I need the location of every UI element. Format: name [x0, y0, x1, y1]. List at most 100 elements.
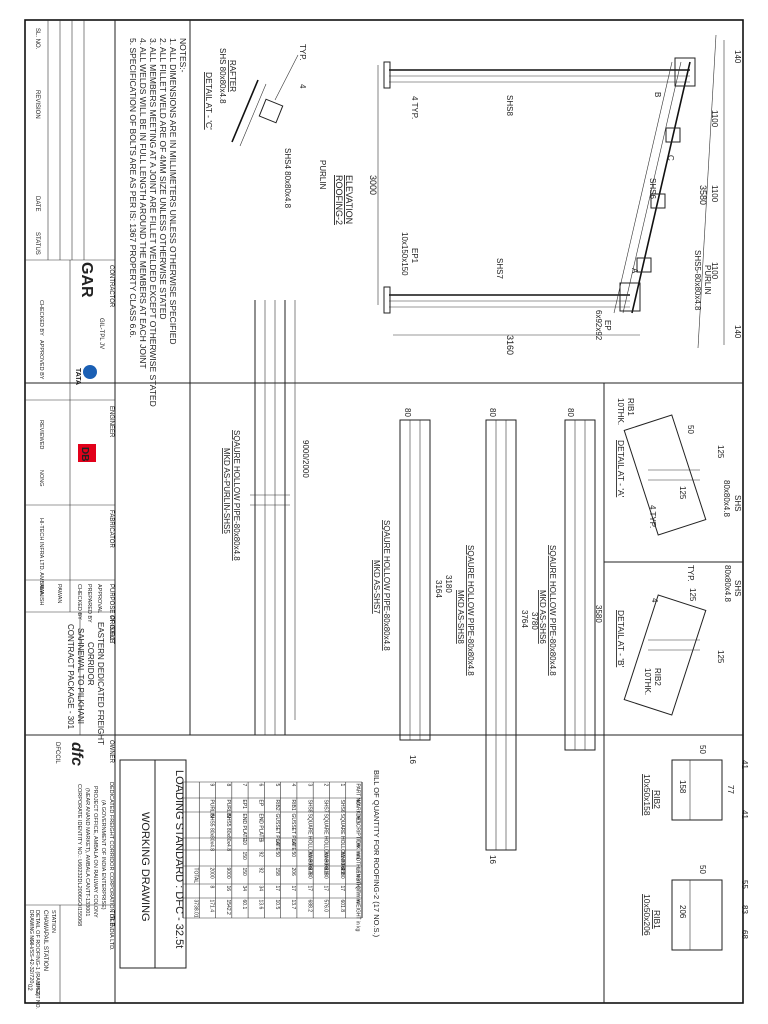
rev-sl-no: SL. NO. — [34, 28, 40, 50]
detail-c-purlin: PURLIN — [318, 160, 327, 190]
svg-text:PROJECT OFFICE, AMBALA ON RAIL: PROJECT OFFICE, AMBALA ON RAILWAY COLONY — [92, 786, 98, 918]
bom-cell: 80x80x4.8 — [306, 852, 312, 875]
elevation-subtitle: ROOFING-2 — [334, 175, 344, 225]
bom-header-cell: MARK NO. — [354, 800, 360, 825]
rib1-50: 50 — [698, 865, 707, 874]
bom-title: BILL OF QUANTITY FOR ROOFING-2 (17 NO.S.… — [372, 770, 381, 938]
bom-total-label: TOTAL — [192, 868, 198, 884]
member-shs8-width: 80 — [488, 408, 497, 417]
member-shs6-end: 16 — [408, 755, 417, 764]
checked-by-label: CHECKED BY — [38, 300, 44, 336]
bom-cell: 8 — [209, 886, 215, 889]
detail-b-weld: 4 — [650, 598, 659, 603]
member-shs8-length: 3780 — [530, 612, 539, 630]
member-shs6-title: SQAURE HOLLOW PIPE-80x80x4.8 — [548, 545, 557, 676]
elevation-seg1: 1100 — [710, 110, 719, 128]
bom-cell: 50 — [290, 852, 296, 858]
bom-header-cell: THK mm — [354, 840, 360, 860]
bom-cell: END PLATE — [257, 814, 263, 842]
detail-a-125b: 125 — [678, 486, 687, 500]
detail-b-125a: 125 — [688, 588, 697, 602]
bom-cell: GUSSET PLATE — [290, 814, 296, 852]
elevation-shs6-label: SHS6 — [648, 178, 657, 199]
bom-cell: 7 — [241, 784, 247, 787]
note-line: 5. SPECIFICATION OF BOLTS ARE AS PER IS:… — [128, 38, 138, 338]
bom-cell: 6 — [257, 784, 263, 787]
elevation-mark-a: A — [630, 268, 639, 274]
bom-cell: PURLIN — [209, 800, 215, 819]
purlin-member-mark: MKD AS-PURLIN-SHS5 — [222, 448, 231, 534]
bom-cell: 2000 — [209, 868, 215, 879]
detail-a-title: DETAIL AT - 'A' — [616, 440, 626, 498]
db-logo: DB — [78, 444, 96, 462]
bom-cell: 1 — [339, 784, 345, 787]
bom-cell: 576.0 — [323, 900, 329, 913]
detail-b-shs: SHS — [733, 580, 742, 596]
bom-cell: SHS8 — [306, 800, 312, 813]
elevation-title: ELEVATION — [344, 175, 354, 224]
detail-a-rib: RIB1 — [626, 398, 635, 416]
bom-header-cell: QTY — [354, 886, 360, 897]
member-shs7-mark: MKD AS-SHS7 — [372, 560, 381, 614]
svg-text:MANISH: MANISH — [38, 584, 44, 605]
bom-cell: 1542.2 — [225, 900, 231, 916]
bom-cell: 150 — [241, 868, 247, 877]
rib2-sketch — [671, 759, 723, 821]
bom-header-cell: DESCRIPTION — [354, 814, 360, 849]
member-shs7-length: 3180 — [444, 575, 453, 593]
elevation-dim-140-bottom: 140 — [733, 325, 742, 339]
rev-status: STATUS — [34, 232, 40, 255]
bom-cell: 9 — [209, 784, 215, 787]
bom-cell: 3180 — [323, 868, 329, 879]
elevation-rafter-dim: 3580 — [698, 185, 708, 205]
bom-cell: 92 — [257, 852, 263, 858]
member-shs7-width: 80 — [403, 408, 412, 417]
note-line: 2. ALL FILLET WELD ARE OF 4MM SIZE UNLES… — [158, 38, 168, 320]
bom-cell: 150 — [241, 852, 247, 861]
bom-cell: 10 — [241, 840, 247, 846]
elevation-weld-typ: 4 TYP. — [410, 96, 419, 119]
notes-title: NOTES:- — [178, 38, 188, 73]
bom-cell: 3580 — [339, 868, 345, 879]
rev-revision: REVISION — [34, 90, 40, 119]
svg-text:GAR: GAR — [78, 262, 95, 298]
member-shs6-width: 80 — [566, 408, 575, 417]
member-shs8-end: 16 — [488, 855, 497, 864]
detail-c-rafter-size: SHS 80x80x4.8 — [218, 48, 227, 104]
bom-cell: 10 — [290, 840, 296, 846]
detail-c-title: DETAIL AT - 'C' — [204, 72, 214, 130]
engineer-label: ENGINEER — [108, 406, 114, 438]
rib2-size: 10x50x158 — [642, 774, 652, 816]
rib1-size: 10x50x206 — [642, 894, 652, 936]
bom-cell: PURLIN — [225, 800, 231, 819]
detail-b-rib-thk: 10THK. — [643, 668, 652, 695]
elevation-purlin-label: PURLIN — [703, 265, 712, 295]
elevation-ep-size: 6x92x92 — [594, 310, 603, 341]
title-label: TITLE — [108, 910, 114, 926]
detail-a-shs-size: 80x80x4.8 — [722, 480, 731, 517]
bom-cell: RIB1 — [290, 800, 296, 811]
bom-cell: 158 — [274, 868, 280, 877]
bom-cell: 50 — [274, 852, 280, 858]
rev-date: DATE — [34, 196, 40, 212]
sheet-no-label: SHEET NO. — [34, 982, 40, 1009]
detail-c-weld: 4 — [298, 84, 307, 89]
rib1-title: RIB1 — [652, 910, 662, 929]
station-label: STATION — [50, 910, 56, 933]
detail-b-shs-size: 80x80x4.8 — [723, 565, 732, 602]
detail-a-typ: 4 TYP. — [648, 505, 657, 528]
svg-text:SAHNEWAL TO PILKHANI: SAHNEWAL TO PILKHANI — [76, 628, 85, 724]
rib2-77: 77 — [726, 785, 735, 794]
svg-text:TATA: TATA — [74, 368, 81, 385]
bom-cell: 5 — [274, 784, 280, 787]
bom-cell: SQUARE HOLLOW PIPE — [306, 814, 312, 872]
tata-logo: TATA — [74, 365, 97, 385]
bom-cell: SHS6 — [339, 800, 345, 813]
bom-cell: SHS5 80x80x4.8 — [225, 814, 231, 852]
detail-c-typ: TYP. — [298, 44, 307, 61]
bom-cell: 206 — [290, 868, 296, 877]
rib1-83: 83 — [740, 905, 749, 914]
bom-cell: 10.5 — [274, 900, 280, 910]
bom-cell: END PLATE — [241, 814, 247, 842]
